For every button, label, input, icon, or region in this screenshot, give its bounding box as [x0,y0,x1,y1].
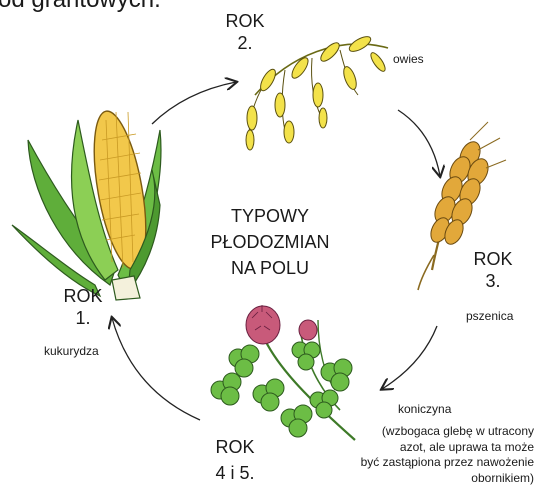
year-4-label: ROK 4 i 5. [200,436,270,484]
crop-1-label: kukurydza [44,344,99,358]
year-2-label: ROK 2. [220,10,270,54]
year-3-label: ROK 3. [463,248,523,292]
clover-note-line-4: obornikiem) [344,471,534,487]
year-4-line-2: 4 i 5. [200,462,270,484]
center-title-line-3: NA POLU [205,255,335,281]
arrow-year3-to-year4 [382,326,437,389]
center-title-line-1: TYPOWY [205,203,335,229]
crop-2-label: owies [393,52,424,66]
clover-note-line-2: azot, ale uprawa ta może [344,440,534,456]
arrow-year1-to-year2 [152,82,236,124]
center-title: TYPOWY PŁODOZMIAN NA POLU [205,203,335,281]
year-1-line-2: 1. [58,307,108,329]
clover-note-line-1: (wzbogaca glebę w utracony [344,424,534,440]
center-title-line-2: PŁODOZMIAN [205,229,335,255]
year-2-line-2: 2. [220,32,270,54]
clover-note-line-3: być zastąpiona przez nawożenie [344,455,534,471]
crop-3-label: pszenica [466,309,513,323]
year-3-line-1: ROK [463,248,523,270]
arrow-year2-to-year3 [398,110,440,176]
year-1-line-1: ROK [58,285,108,307]
year-4-line-1: ROK [200,436,270,458]
corn-illustration [12,107,161,300]
year-2-line-1: ROK [220,10,270,32]
year-3-line-2: 3. [463,270,523,292]
clover-note: (wzbogaca glebę w utracony azot, ale upr… [344,424,534,486]
clover-illustration [211,305,355,440]
crop-4-label: koniczyna [398,402,451,416]
year-1-label: ROK 1. [58,285,108,329]
arrow-year4-to-year1 [112,318,200,420]
